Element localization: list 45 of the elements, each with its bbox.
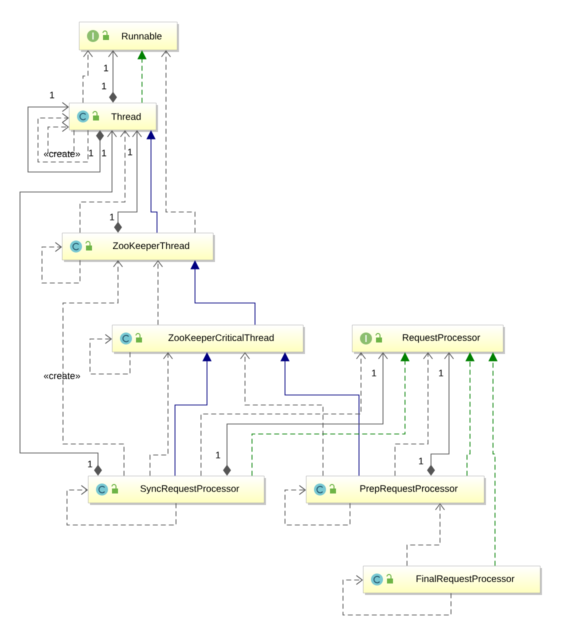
arrow: [240, 352, 324, 476]
edge-label: 1: [216, 452, 220, 458]
class-box: ZooKeeperThread: [62, 232, 215, 262]
arrow: [394, 352, 433, 476]
arrow: [80, 130, 130, 234]
edge-label: 1: [88, 460, 92, 468]
class-box: Thread: [69, 102, 158, 132]
multiplicity-label: 1: [102, 150, 106, 156]
arrow: [62, 260, 124, 476]
edge-label: 1: [104, 64, 108, 72]
arrow: [427, 352, 454, 476]
multiplicity-label: 1: [89, 150, 94, 156]
arrow: [150, 352, 173, 476]
class-box: RequestProcessor: [352, 324, 505, 354]
multiplicity-label: 1: [102, 82, 106, 90]
arrow: [90, 334, 130, 374]
arrow: [82, 50, 93, 104]
edge-label: «create»: [44, 372, 80, 380]
arrow: [223, 352, 388, 476]
edge-label: 1: [419, 458, 424, 464]
edge-label: «create»: [44, 150, 80, 158]
arrow: [28, 102, 104, 172]
arrow: [48, 122, 74, 154]
class-box: FinalRequestProcessor: [363, 566, 542, 595]
arrow: [153, 260, 163, 326]
class-box: SyncRequestProcessor: [88, 476, 266, 505]
arrow: [200, 352, 366, 476]
edge-label: 1: [110, 214, 114, 220]
class-box: PrepRequestProcessor: [306, 476, 486, 505]
multiplicity-label: 1: [128, 148, 132, 156]
class-box: Runnable: [79, 22, 179, 52]
arrow: [114, 130, 142, 233]
arrow: [108, 50, 118, 103]
edge-label: 1: [50, 92, 54, 98]
arrow: [42, 242, 80, 284]
arrow: [406, 503, 445, 566]
arrow: [284, 485, 350, 526]
arrow: [66, 485, 176, 526]
arrow: [20, 130, 117, 476]
class-box: ZooKeeperCriticalThread: [112, 324, 305, 354]
arrow: [38, 113, 88, 162]
arrow: [342, 575, 452, 616]
arrow: [161, 50, 196, 234]
multiplicity-label: 1: [439, 370, 444, 376]
multiplicity-label: 1: [372, 370, 376, 376]
